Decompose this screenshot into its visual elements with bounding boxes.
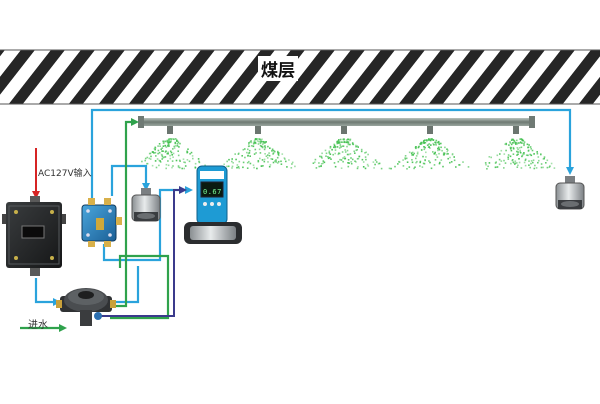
ac-input-label: AC127V输入 [38,169,92,179]
spray-nozzle-icon [427,126,433,134]
power-supply-box-icon [2,196,66,276]
smoke-sensor-icon [184,165,242,244]
spray-cone [216,138,296,170]
sensor-display-reading: 0.67 [203,188,222,196]
solenoid-valve-icon [56,288,116,326]
spray-cone [139,138,207,170]
dust-sensor-icon [555,176,585,210]
control-line [98,186,187,317]
coal-seam-label: 煤层 [258,56,298,81]
spray-nozzle-icon [255,126,261,134]
junction-box-icon [81,198,122,247]
spray-nozzles [167,126,519,134]
spray-cone [484,138,556,170]
spray-cones [139,138,556,170]
spray-nozzle-icon [167,126,173,134]
water-input-label: 进水 [28,320,48,331]
spray-nozzle-icon [513,126,519,134]
dust-sensor-icon [131,188,161,222]
spray-cone [388,138,470,170]
coal-seam-band [0,49,600,105]
spray-cone [312,138,383,170]
spray-nozzle-icon [341,126,347,134]
main-spray-pipe [138,116,535,128]
signal-lines [34,108,574,306]
